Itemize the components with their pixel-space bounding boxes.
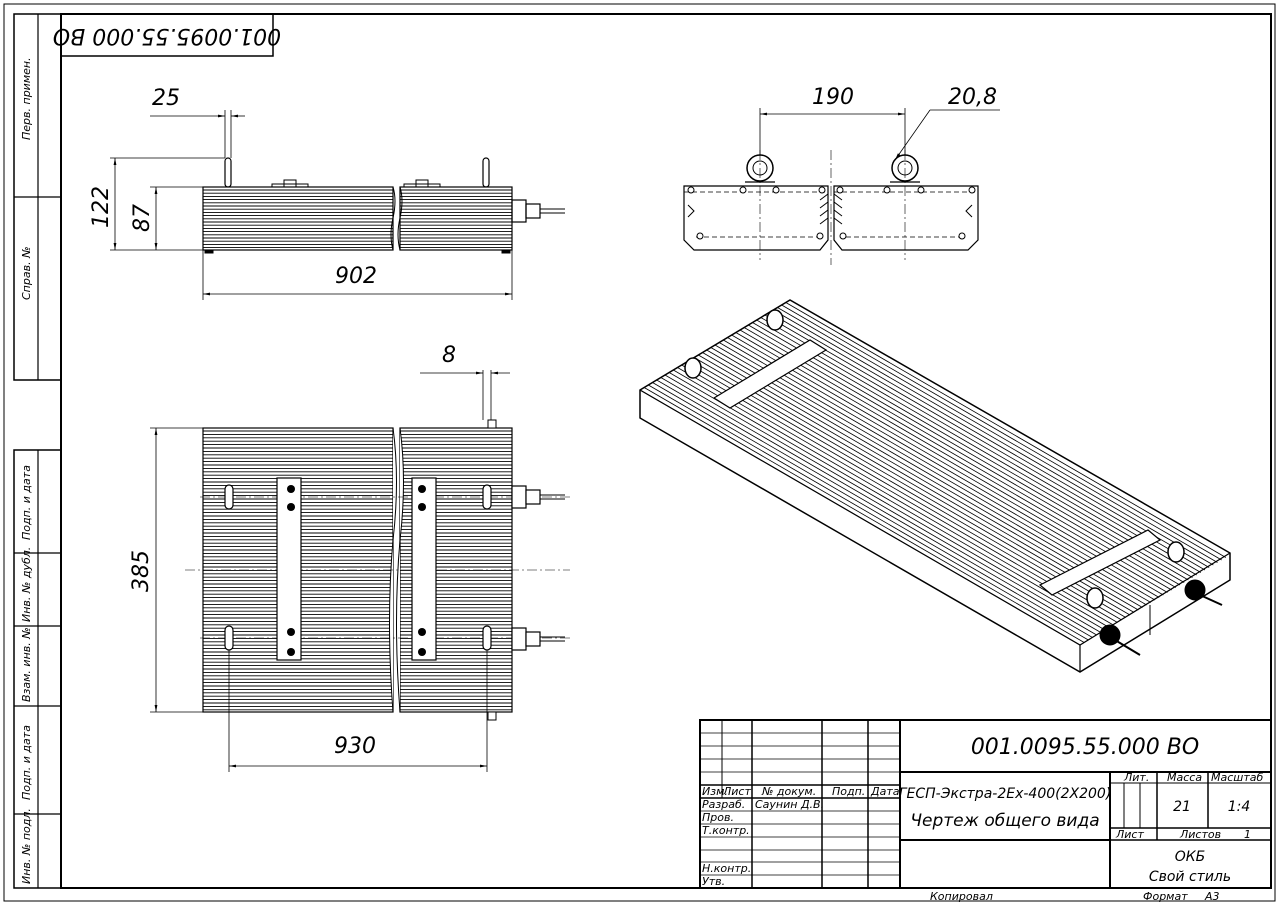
- dim-122: 122: [89, 186, 114, 228]
- lit-label: Лит.: [1123, 771, 1149, 784]
- fin-line: [673, 369, 1114, 626]
- left-strip: Перв. примен. Справ. № Подп. и дата Инв.…: [13, 13, 62, 889]
- fin-line: [723, 339, 1164, 596]
- dim-902: 902: [335, 264, 377, 289]
- fin-line: [756, 319, 1197, 576]
- row-razrab: Разраб.: [702, 798, 745, 811]
- doc-number-rotated-box: 001.0095.55.000 ВО: [53, 13, 281, 57]
- top-view: [150, 370, 570, 772]
- fin-line: [777, 307, 1218, 563]
- fin-line: [760, 317, 1202, 573]
- fin-line: [768, 312, 1210, 568]
- razrab-name: Саунин Д.В.: [755, 798, 824, 811]
- scale-label: Масштаб: [1211, 771, 1263, 784]
- col-izm: Изм.: [702, 785, 728, 798]
- row-prov: Пров.: [702, 811, 734, 824]
- front-view: [683, 108, 1000, 265]
- col-data: Дата: [870, 785, 900, 798]
- title-block: [699, 719, 1272, 889]
- sheet-label: Лист: [1115, 828, 1144, 841]
- fin-line: [785, 302, 1227, 558]
- copied-label: Копировал: [930, 890, 993, 903]
- fin-line: [702, 352, 1143, 608]
- dim-87: 87: [130, 204, 155, 232]
- fin-line: [718, 342, 1160, 598]
- dim-20-8: 20,8: [948, 85, 997, 110]
- fin-line: [664, 374, 1106, 631]
- fin-line: [656, 379, 1097, 636]
- doc-number: 001.0095.55.000 ВО: [971, 735, 1199, 760]
- fin-line: [648, 384, 1089, 641]
- fin-line: [731, 334, 1172, 591]
- format-value: A3: [1204, 890, 1220, 903]
- fin-line: [660, 377, 1102, 633]
- side-fins: [203, 189, 512, 249]
- doc-number-rotated: 001.0095.55.000 ВО: [53, 23, 281, 48]
- fin-line: [668, 372, 1110, 628]
- fin-line: [693, 357, 1135, 613]
- doc-name: Чертеж общего вида: [910, 811, 1099, 831]
- fin-line: [748, 324, 1189, 581]
- scale-value: 1:4: [1228, 799, 1251, 815]
- row-utv: Утв.: [702, 875, 725, 888]
- col-list: Лист: [722, 785, 751, 798]
- fin-line: [752, 322, 1193, 578]
- format-label: Формат: [1143, 890, 1188, 903]
- top-fins: [203, 430, 512, 711]
- sheets-value: 1: [1244, 828, 1251, 841]
- col-podp: Подп.: [832, 785, 865, 798]
- fin-line: [739, 329, 1181, 586]
- mass-value: 21: [1173, 799, 1191, 815]
- fin-line: [689, 359, 1131, 616]
- top-bar-bolts: [287, 485, 426, 656]
- dim-25: 25: [152, 86, 180, 111]
- product-name: ГЕСП-Экстра-2Ex-400(2X200): [899, 786, 1112, 802]
- fin-line: [685, 362, 1127, 618]
- dim-8: 8: [442, 343, 456, 368]
- fin-line: [743, 327, 1185, 583]
- col-doc: № докум.: [761, 785, 816, 798]
- mass-label: Масса: [1167, 771, 1202, 784]
- sheets-label: Листов: [1179, 828, 1221, 841]
- org-line2: Свой стиль: [1149, 869, 1231, 885]
- isometric-view: [639, 299, 1231, 673]
- fin-line: [727, 337, 1168, 593]
- fin-line: [677, 367, 1118, 623]
- fin-line: [735, 332, 1177, 588]
- dim-385: 385: [129, 550, 154, 592]
- dim-930: 930: [334, 734, 376, 759]
- strip-inv-podl: Инв. № подл.: [20, 808, 33, 884]
- fin-line: [643, 387, 1085, 643]
- outer-frame: [3, 3, 1276, 902]
- fin-line: [681, 364, 1122, 621]
- side-view: [110, 110, 565, 300]
- fin-line: [710, 347, 1152, 603]
- row-nkontr: Н.контр.: [702, 862, 751, 875]
- iso-fins: [639, 302, 1227, 646]
- strip-vzam-inv: Взам. инв. №: [20, 627, 33, 702]
- fin-line: [773, 309, 1214, 566]
- fin-line: [714, 344, 1156, 601]
- org-line1: ОКБ: [1175, 849, 1206, 865]
- strip-podp-data-1: Подп. и дата: [20, 465, 33, 540]
- strip-inv-dubl: Инв. № дубл.: [20, 547, 33, 622]
- front-bolts: [687, 186, 976, 240]
- fin-line: [781, 304, 1222, 561]
- strip-perv-primen: Перв. примен.: [20, 57, 33, 140]
- row-tkontr: Т.контр.: [702, 824, 750, 837]
- strip-podp-data-2: Подп. и дата: [20, 725, 33, 800]
- fin-line: [698, 354, 1139, 611]
- dim-190: 190: [812, 85, 854, 110]
- fin-line: [652, 382, 1093, 638]
- strip-sprav-no: Справ. №: [20, 246, 33, 300]
- fin-line: [706, 349, 1147, 606]
- fin-line: [764, 314, 1206, 571]
